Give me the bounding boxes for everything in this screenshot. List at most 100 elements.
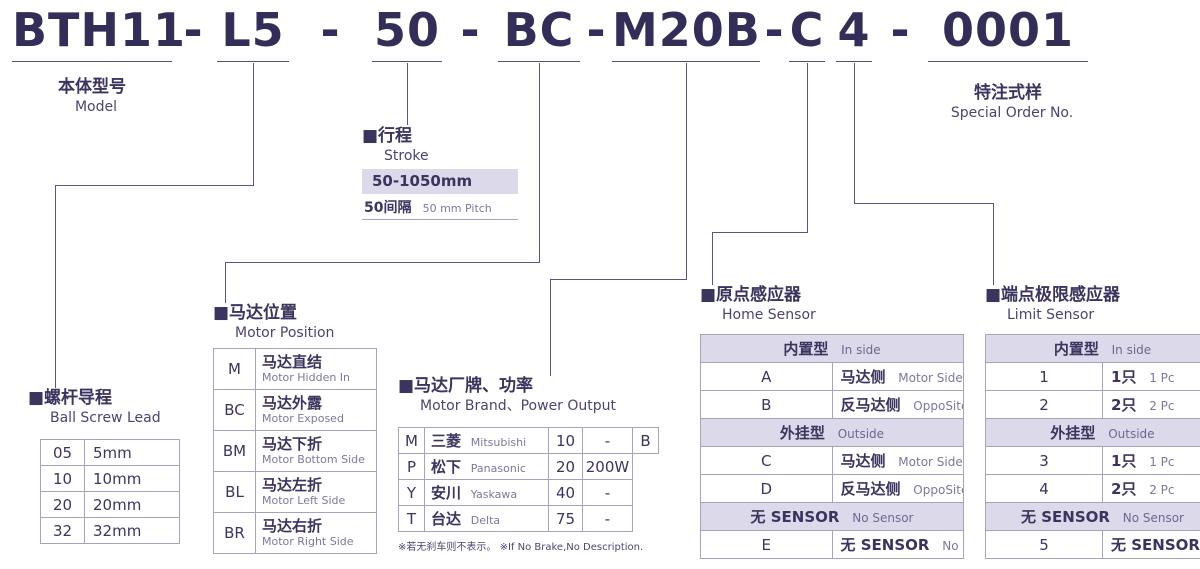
sensor-group-header: 外挂型 Outside [700,418,964,447]
connector-line-motor-position [225,262,226,303]
model-separator: - [183,3,203,57]
connector-line-motor-brand [550,279,687,280]
power-code: 10 [548,427,583,454]
motor-position-desc: 马达直结 Motor Hidden In [255,348,377,390]
motor-position-desc: 马达外露 Motor Exposed [255,389,377,431]
sensor-desc-en: 2 Pc [1149,483,1175,497]
connector-line-limit-sensor [854,63,855,203]
sensor-desc-en: No Sensor [942,539,962,553]
motor-position-desc-en: Motor Exposed [262,412,344,425]
model-separator: - [764,3,784,57]
table-header-row: 外挂型 Outside [700,418,964,447]
sensor-group-header: 无 SENSOR No Sensor [985,502,1200,531]
table-row: 20 20mm [40,491,180,518]
motor-brand-subtitle: Motor Brand、Power Output [420,398,617,414]
sensor-desc: 2只 2 Pc [1102,390,1200,419]
sensor-group-header: 无 SENSOR No Sensor [700,502,964,531]
motor-position-desc: 马达左折 Motor Left Side [255,471,377,513]
sensor-group-en: Outside [1108,427,1155,441]
stroke-pitch: 50间隔 50 mm Pitch [362,194,518,220]
stroke-subtitle: Stroke [384,148,429,164]
connector-line-lead [253,63,254,185]
brake-code-empty [633,480,659,506]
motor-brand-section: ■马达厂牌、功率 Motor Brand、Power Output M 三菱 M… [398,376,659,553]
power-value: - [582,479,633,506]
model-separator: - [890,3,910,57]
table-row: M 马达直结 Motor Hidden In [213,348,377,390]
motor-position-code: BM [213,430,256,472]
sensor-desc-en: OppoSite Motor Side [913,399,964,413]
model-segment-body: BTH11 [12,2,185,62]
ball-screw-lead-section: ■螺杆导程 Ball Screw Lead 05 5mm 10 10mm 20 … [28,388,180,544]
sensor-desc-zh: 无 SENSOR [1111,536,1200,554]
model-segment-home-sensor: C [789,2,825,62]
sensor-desc: 无 SENSOR No Sensor [1102,530,1200,559]
sensor-desc-en: Motor Side [898,371,963,385]
motor-position-table: M 马达直结 Motor Hidden In BC 马达外露 Motor Exp… [213,348,377,554]
table-row: 2 2只 2 Pc [985,390,1200,419]
model-segment-lead: L5 [217,2,289,62]
connector-line-stroke [407,63,408,125]
limit-sensor-title: ■端点极限感应器 [985,285,1121,305]
sensor-desc: 反马达侧 OppoSite Motor Side [831,390,964,419]
table-row: C 马达侧 Motor Side [700,446,964,475]
sensor-desc-zh: 无 SENSOR [840,536,930,554]
sensor-group-en: Outside [837,427,885,441]
table-header-row: 无 SENSOR No Sensor [700,502,964,531]
table-row: BC 马达外露 Motor Exposed [213,389,377,431]
model-segment-limit-sensor: 4 [836,2,872,62]
lead-value: 20mm [84,491,180,518]
sensor-group-en: In side [1111,343,1152,357]
sensor-group-header: 外挂型 Outside [985,418,1200,447]
home-sensor-subtitle: Home Sensor [722,307,816,323]
sensor-group-en: No Sensor [852,511,914,525]
ball-screw-lead-title: ■螺杆导程 [28,388,113,408]
sensor-desc: 1只 1 Pc [1102,446,1200,475]
connector-line-limit-sensor [993,203,994,285]
brake-note-en: ※If No Brake,No Description. [499,542,644,553]
model-segment-motor-position: BC [498,2,580,62]
motor-position-code: M [213,348,256,390]
motor-brand-name-en: Yaskawa [470,488,518,501]
lead-value: 10mm [84,465,180,492]
model-segment-special-order: 0001 [928,2,1088,62]
connector-line-home-sensor [712,232,808,233]
sensor-group-header: 内置型 In side [985,334,1200,363]
sensor-desc-en: 1 Pc [1149,455,1175,469]
connector-line-motor-brand [550,279,551,376]
table-header-row: 外挂型 Outside [985,418,1200,447]
sensor-desc-zh: 2只 [1111,480,1137,498]
motor-brand-name: 台达 Delta [424,505,549,532]
motor-position-subtitle: Motor Position [235,325,335,341]
table-row: 05 5mm [40,439,180,466]
table-row: 10 10mm [40,465,180,492]
table-row: P 松下 Panasonic 20 200W [398,453,659,480]
connector-line-motor-position [225,262,540,263]
sensor-desc: 反马达侧 OppoSite Motor Side [831,474,964,503]
home-sensor-section: ■原点感应器 Home Sensor 内置型 In side A 马达侧 Mot… [700,285,964,559]
motor-brand-name-en: Delta [470,514,501,527]
motor-brand-name-zh: 台达 [431,510,462,528]
power-code: 20 [548,453,583,480]
table-row: 32 32mm [40,517,180,544]
connector-line-lead [55,185,254,186]
power-code: 40 [548,479,583,506]
motor-brand-name-zh: 三菱 [431,432,462,450]
sensor-desc-zh: 2只 [1111,396,1137,414]
sensor-desc-en: OppoSite Motor Side [913,483,964,497]
brake-note-zh: ※若无刹车则不表示。 [398,542,497,553]
stroke-section: ■行程 Stroke 50-1050mm 50间隔 50 mm Pitch [362,126,518,220]
motor-position-code: BC [213,389,256,431]
sensor-desc-en: Motor Side [898,455,963,469]
sensor-desc-zh: 马达侧 [840,368,886,386]
motor-position-desc-zh: 马达直结 [262,353,323,371]
power-value: - [582,505,633,532]
table-row: A 马达侧 Motor Side [700,362,964,391]
motor-brand-code: Y [398,479,425,506]
limit-sensor-section: ■端点极限感应器 Limit Sensor 内置型 In side 1 1只 1… [985,285,1200,559]
sensor-desc-zh: 马达侧 [840,452,886,470]
brake-code: B [632,427,659,454]
table-row: 5 无 SENSOR No Sensor [985,530,1200,559]
sensor-code: C [700,446,833,475]
sensor-group-zh: 内置型 [783,340,829,358]
